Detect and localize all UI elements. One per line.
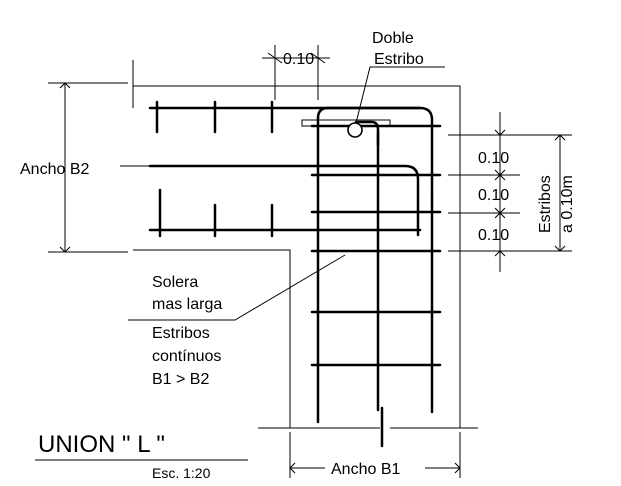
double-stirrup-leader <box>355 66 445 124</box>
mas-larga-label: mas larga <box>152 296 222 313</box>
notes-leader <box>128 254 346 321</box>
spacing-label-3: 0.10 <box>478 227 509 244</box>
continuos-label: contínuos <box>152 348 221 365</box>
b1-b2-label: B1 > B2 <box>152 371 209 388</box>
estribo-label: Estribo <box>374 51 424 68</box>
estribos-vertical-label: Estribos <box>537 175 554 233</box>
ancho-b1-label: Ancho B1 <box>331 461 400 478</box>
ancho-b2-label: Ancho B2 <box>20 161 89 178</box>
solera-label: Solera <box>152 274 198 291</box>
spacing-vertical-label: a 0.10m <box>559 175 576 233</box>
beam-b1-longitudinal-bars <box>316 106 434 448</box>
right-spacing-dimensions <box>448 112 572 272</box>
double-stirrup-rod-icon <box>347 122 363 138</box>
ancho-b1-dimension <box>289 432 461 478</box>
estribos-label: Estribos <box>152 325 210 342</box>
drawing-title: UNION " L " <box>38 431 165 458</box>
top-spacing-dimension <box>262 45 330 100</box>
double-stirrup-detail <box>301 119 391 147</box>
doble-label: Doble <box>372 30 414 47</box>
beam-b2-stirrups <box>155 100 274 238</box>
scale-label: Esc. 1:20 <box>152 465 211 481</box>
spacing-label-2: 0.10 <box>478 187 509 204</box>
ancho-b2-dimension <box>48 82 150 253</box>
top-spacing-label: 0.10 <box>283 51 314 68</box>
beam-b1-stirrups <box>310 124 442 367</box>
concrete-outline <box>132 60 478 429</box>
spacing-label-1: 0.10 <box>478 150 509 167</box>
